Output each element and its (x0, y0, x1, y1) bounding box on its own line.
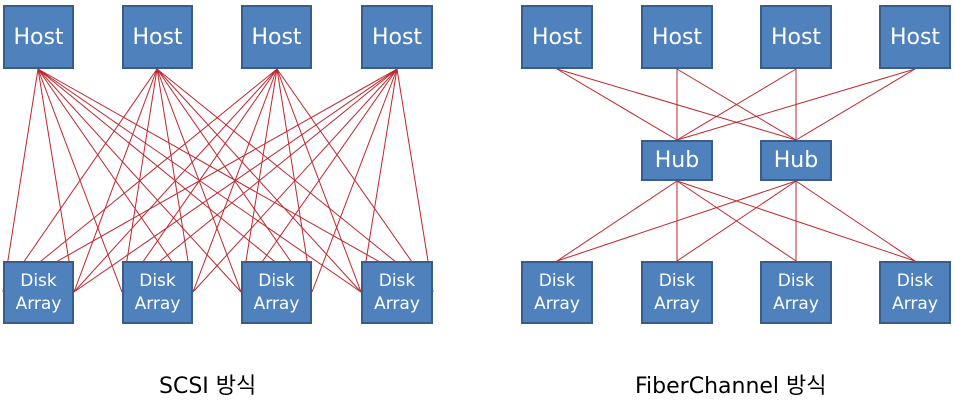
scsi-link-h4-d4-right (396, 68, 434, 293)
scsi-host-2-label: Host (132, 24, 183, 50)
scsi-host-4: Host (361, 5, 433, 69)
scsi-disk-array-3-line1: Disk (258, 270, 295, 291)
scsi-caption: SCSI 방식 (159, 374, 257, 399)
fc-host-2-label: Host (651, 24, 703, 50)
fc-host-4: Host (879, 5, 951, 69)
fc-host-1: Host (521, 5, 593, 69)
fc-link-host1-hub1 (556, 68, 678, 141)
scsi-link-h3-d1-left (2, 68, 278, 293)
fc-disk-array-4-line2: Array (892, 293, 938, 314)
scsi-host-1-label: Host (13, 24, 64, 50)
fc-disk-array-3-line2: Array (773, 293, 819, 314)
scsi-disk-array-2-line1: Disk (139, 270, 176, 291)
fc-hub-2: Hub (760, 140, 832, 181)
scsi-host-4-label: Host (371, 24, 423, 50)
scsi-disk-array-1-line1: Disk (20, 270, 57, 291)
fc-host-4-label: Host (889, 24, 941, 50)
fc-hub-2-label: Hub (773, 148, 819, 173)
scsi-link-h4-d3-left (240, 68, 398, 293)
fc-disk-array-1-line2: Array (534, 293, 580, 314)
fc-hub-1: Hub (641, 140, 713, 181)
scsi-disk-array-4-line1: Disk (378, 270, 416, 291)
scsi-disk-array-2-line2: Array (134, 293, 181, 314)
scsi-link-h2-d1-left (2, 68, 158, 293)
fc-host-1-label: Host (531, 24, 583, 50)
fc-link-hub2-disk4 (795, 180, 916, 262)
scsi-link-h3-d1-right (73, 68, 278, 293)
scsi-link-h4-d2-right (192, 68, 398, 293)
fc-link-hub2-disk2 (676, 180, 797, 262)
scsi-host-3: Host (241, 5, 312, 69)
fc-hub-1-label: Hub (654, 148, 700, 173)
fc-disk-array-4-line1: Disk (896, 270, 934, 291)
scsi-link-h4-d1-left (2, 68, 398, 293)
scsi-host-3-label: Host (251, 24, 302, 50)
scsi-link-h4-d2-left (121, 68, 398, 293)
scsi-link-h4-d3-right (311, 68, 398, 293)
fc-disk-array-2-line1: Disk (658, 270, 696, 291)
fc-host-3-label: Host (770, 24, 822, 50)
scsi-link-h4-d4-left (360, 68, 398, 293)
scsi-link-h2-d1-right (73, 68, 158, 293)
fc-host-2: Host (641, 5, 713, 69)
scsi-host-2: Host (122, 5, 193, 69)
fc-disk-array-2-line2: Array (654, 293, 700, 314)
fc-link-hub2-disk1 (556, 180, 797, 262)
fc-link-host4-hub1 (676, 68, 916, 141)
scsi-link-h4-d1-right (73, 68, 398, 293)
scsi-disk-array-1-line2: Array (15, 293, 62, 314)
scsi-disk-array-4-line2: Array (374, 293, 420, 314)
fc-link-host4-hub2 (795, 68, 916, 141)
fc-host-3: Host (760, 5, 832, 69)
fc-link-host3-hub1 (676, 68, 797, 141)
scsi-disk-array-3-line2: Array (253, 293, 300, 314)
scsi-host-1: Host (3, 5, 74, 69)
fiberchannel-caption: FiberChannel 방식 (635, 374, 827, 399)
scsi-link-h1-d1-left (2, 68, 39, 293)
fc-disk-array-1-line1: Disk (538, 270, 576, 291)
fc-link-hub1-disk1 (556, 180, 678, 262)
fc-disk-array-3-line1: Disk (777, 270, 815, 291)
